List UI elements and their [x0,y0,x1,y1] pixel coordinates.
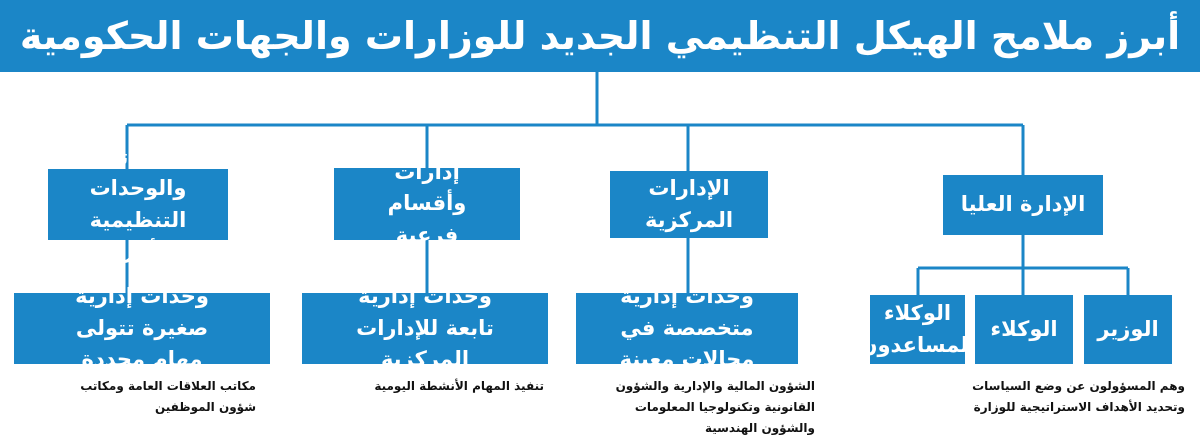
box-minister: الوزير [1084,295,1172,364]
note-other-offices: مكاتب العلاقات العامة ومكاتب شؤون الموظف… [80,379,256,414]
box-affiliated-units: وحدات إدارية تابعة للإدارات المركزية [302,284,548,371]
box-specialized-units: وحدات إدارية متخصصة في مجالات معينة [576,284,798,371]
box-sub-departments: إدارات وأقسام فرعية [334,160,520,247]
box-undersecretaries: الوكلاء [975,295,1073,364]
box-small-units: وحدات إدارية صغيرة تتولى مهام محددة [14,284,270,371]
note-central-departments: الشؤون المالية والإدارية والشؤون القانون… [615,379,815,435]
box-other-offices: المكاتب والوحدات التنظيمية الأخرى [48,145,228,263]
box-assistant-undersecretaries: الوكلاء المساعدون [860,295,975,364]
note-sub-departments: تنفيذ المهام الأنشطة اليومية [374,379,544,393]
page-title: أبرز ملامح الهيكل التنظيمي الجديد للوزار… [0,0,1200,72]
note-top-management: وهم المسؤولون عن وضع السياسات وتحديد الأ… [972,379,1185,414]
box-top-management: الإدارة العليا [943,175,1103,235]
box-central-departments: الإدارات المركزية [610,171,768,238]
